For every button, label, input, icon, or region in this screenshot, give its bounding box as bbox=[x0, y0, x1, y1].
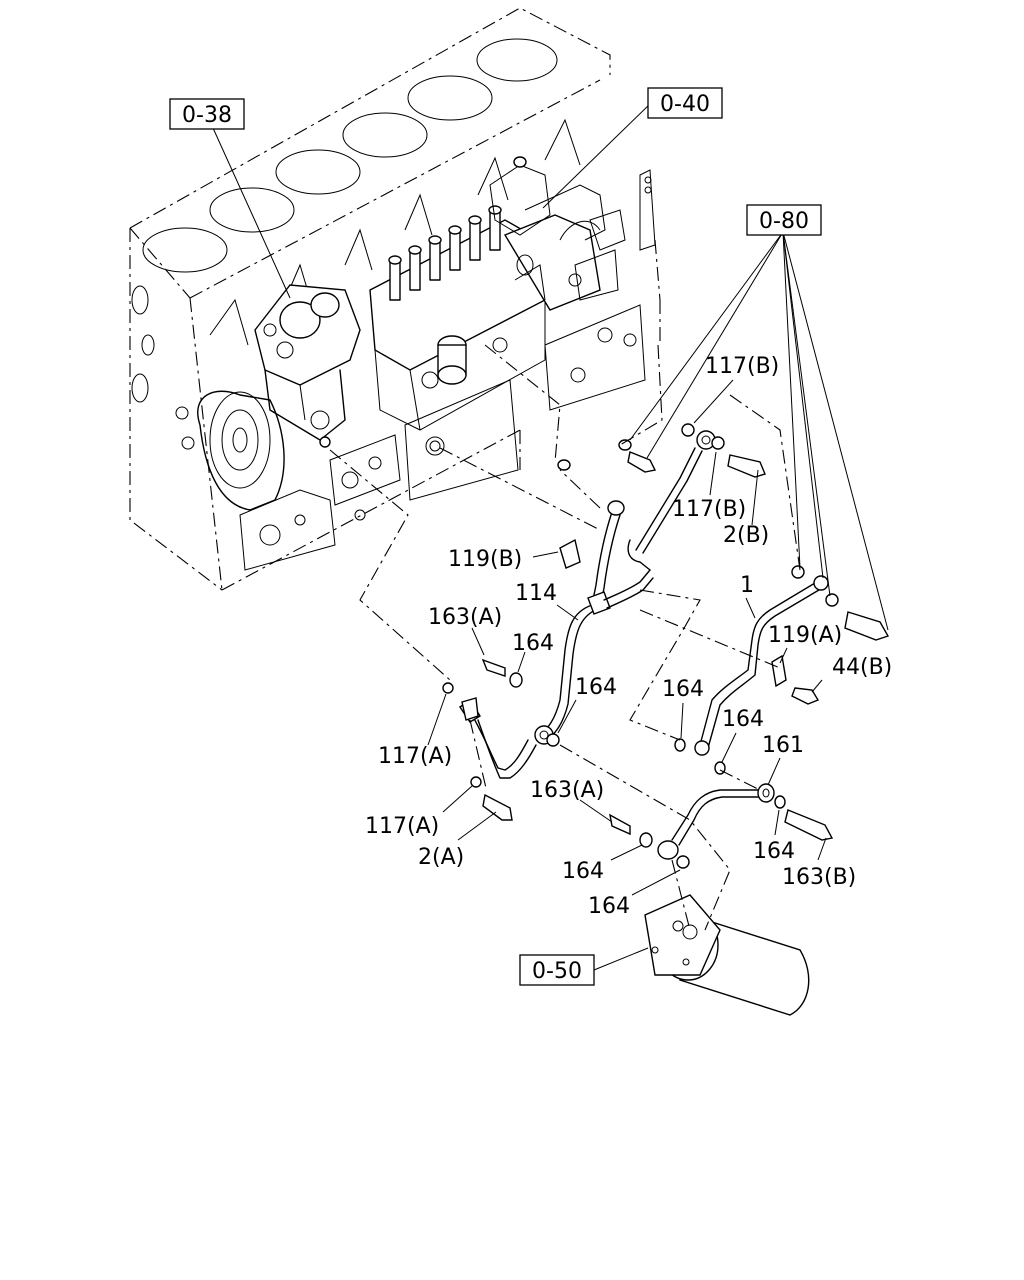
part-labels: 117(B) 117(B) 2(B) 1 119(B) 114 163(A) 1… bbox=[365, 354, 892, 919]
label-163b: 163(B) bbox=[782, 865, 856, 890]
label-164-g: 164 bbox=[753, 839, 795, 864]
label-163a-top: 163(A) bbox=[428, 605, 502, 630]
label-117b-mid: 117(B) bbox=[672, 497, 746, 522]
label-163a-bottom: 163(A) bbox=[530, 778, 604, 803]
ref-box-0-50[interactable]: 0-50 bbox=[519, 954, 595, 986]
ref-box-0-38[interactable]: 0-38 bbox=[169, 98, 245, 130]
label-114: 114 bbox=[515, 581, 557, 606]
label-164-c: 164 bbox=[662, 677, 704, 702]
ref-0-40-label: 0-40 bbox=[660, 92, 710, 117]
ref-0-80-label: 0-80 bbox=[759, 209, 809, 234]
label-1: 1 bbox=[740, 573, 754, 598]
label-119a: 119(A) bbox=[768, 623, 842, 648]
ref-box-0-80[interactable]: 0-80 bbox=[746, 204, 822, 236]
label-119b: 119(B) bbox=[448, 547, 522, 572]
ref-0-38-label: 0-38 bbox=[182, 103, 232, 128]
label-164-f: 164 bbox=[588, 894, 630, 919]
label-117b-top: 117(B) bbox=[705, 354, 779, 379]
leader-lines bbox=[212, 101, 889, 971]
bracket-assembly bbox=[489, 156, 656, 301]
ref-box-0-40[interactable]: 0-40 bbox=[647, 87, 723, 119]
engine-block bbox=[129, 7, 661, 591]
oil-filter bbox=[644, 894, 810, 1016]
label-44b: 44(B) bbox=[832, 655, 892, 680]
label-164-e: 164 bbox=[562, 859, 604, 884]
ref-0-50-label: 0-50 bbox=[532, 959, 582, 984]
air-compressor bbox=[254, 284, 361, 448]
label-164-d: 164 bbox=[722, 707, 764, 732]
injection-pump bbox=[369, 205, 601, 431]
oil-pipe-161 bbox=[657, 783, 775, 860]
label-164-b: 164 bbox=[575, 675, 617, 700]
label-164-a: 164 bbox=[512, 631, 554, 656]
label-117a-bottom: 117(A) bbox=[365, 814, 439, 839]
label-161: 161 bbox=[762, 733, 804, 758]
label-2b: 2(B) bbox=[723, 523, 769, 548]
fasteners bbox=[442, 423, 890, 869]
label-117a-top: 117(A) bbox=[378, 744, 452, 769]
label-2a: 2(A) bbox=[418, 845, 464, 870]
